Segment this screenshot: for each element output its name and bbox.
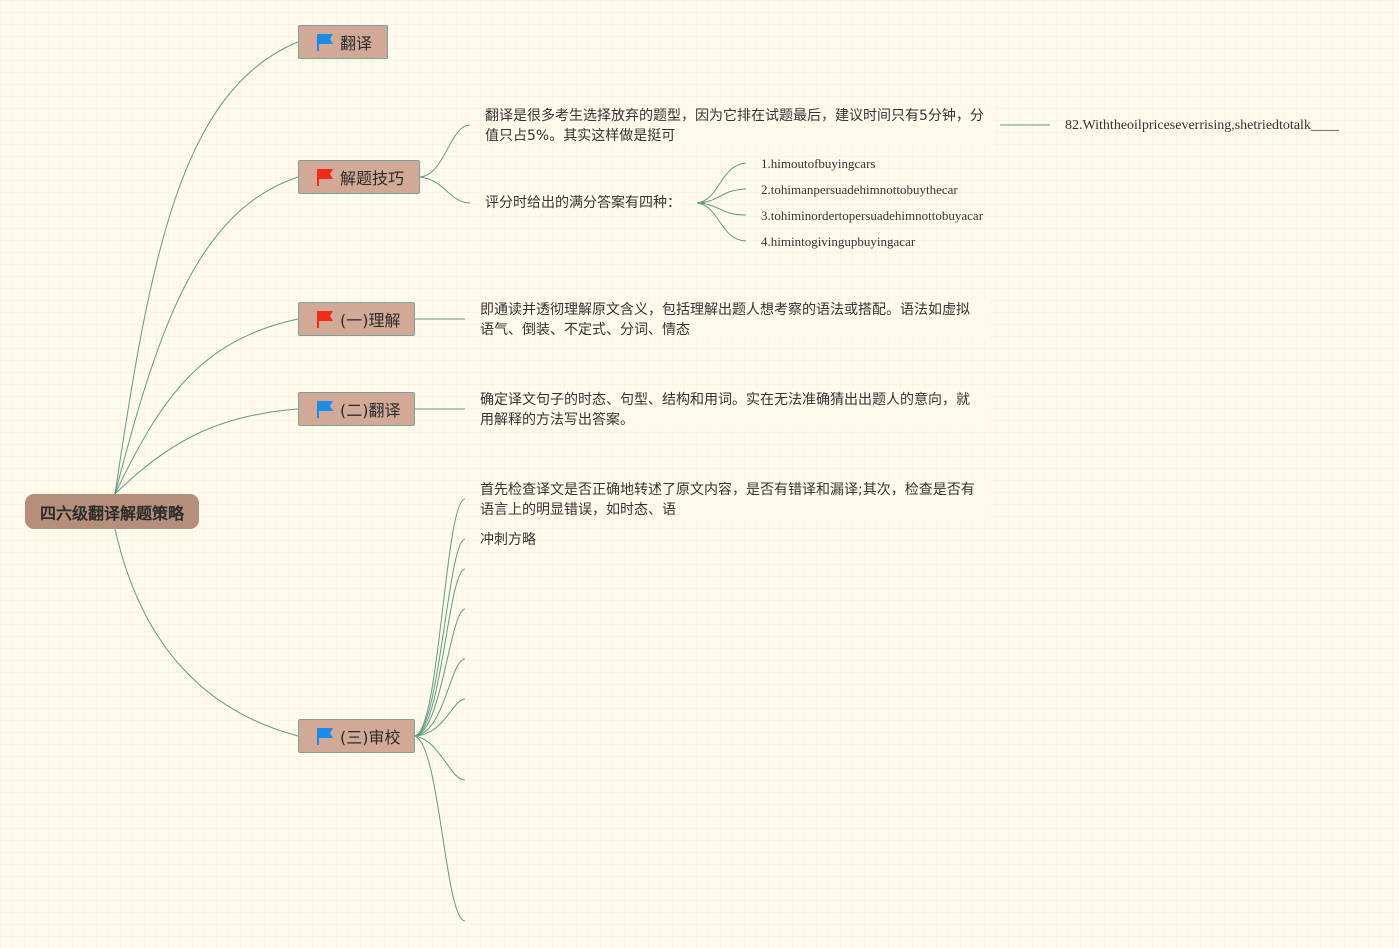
branch-label: 解题技巧 xyxy=(340,169,405,188)
branch-label: 翻译 xyxy=(340,34,373,53)
review-text[interactable]: 首先检查译文是否正确地转述了原文内容，是否有错译和漏译;其次，检查是否有 语言上… xyxy=(480,480,990,520)
translate-text[interactable]: 确定译文句子的时态、句型、结构和用词。实在无法准确猜出出题人的意向，就 用解释的… xyxy=(480,390,990,430)
understand-text[interactable]: 即通读并透彻理解原文含义，包括理解出题人想考察的语法或搭配。语法如虚拟 语气、倒… xyxy=(480,300,990,340)
branch-understand[interactable]: (一)理解 xyxy=(298,302,415,336)
link-answer-3 xyxy=(696,202,747,216)
example-sentence[interactable]: 82.Withtheoilpriceseverrising,shetriedto… xyxy=(1065,118,1339,133)
link-root-translate xyxy=(114,41,299,495)
branch-label: (二)翻译 xyxy=(340,401,401,420)
root-label: 四六级翻译解题策略 xyxy=(39,503,184,523)
branch-tips[interactable]: 解题技巧 xyxy=(298,160,420,194)
link-answer-2 xyxy=(696,188,747,204)
branch-translate-2[interactable]: (二)翻译 xyxy=(298,392,415,426)
scoring-text[interactable]: 评分时给出的满分答案有四种： xyxy=(485,193,681,213)
branch-review[interactable]: (三)审校 xyxy=(298,719,415,753)
flag-icon xyxy=(317,728,333,745)
link-root-review xyxy=(114,528,299,737)
link-answer-1 xyxy=(696,162,747,204)
link-root-understand xyxy=(114,318,299,495)
link-root-translate2 xyxy=(114,408,299,495)
link-tips-intro xyxy=(419,124,471,178)
link-root-tips xyxy=(114,176,299,495)
link-tips-scoring xyxy=(419,176,471,204)
answer-1[interactable]: 1.himoutofbuyingcars xyxy=(761,156,876,171)
flag-icon xyxy=(317,34,333,51)
answer-4[interactable]: 4.himintogivingupbuyingacar xyxy=(761,234,916,249)
flag-icon xyxy=(317,311,333,328)
answer-2[interactable]: 2.tohimanpersuadehimnottobuythecar xyxy=(761,182,958,197)
branch-label: (一)理解 xyxy=(340,311,401,330)
branch-label: (三)审校 xyxy=(340,728,401,747)
branch-translate[interactable]: 翻译 xyxy=(298,25,388,59)
link-answer-4 xyxy=(696,202,747,242)
sprint-text[interactable]: 冲刺方略 xyxy=(480,530,536,550)
tips-intro-text[interactable]: 翻译是很多考生选择放弃的题型，因为它排在试题最后，建议时间只有5分钟，分 值只占… xyxy=(485,106,995,146)
flag-icon xyxy=(317,401,333,418)
flag-icon xyxy=(317,169,333,186)
root-topic[interactable]: 四六级翻译解题策略 xyxy=(25,494,199,529)
answer-3[interactable]: 3.tohiminordertopersuadehimnottobuyacar xyxy=(761,208,984,223)
